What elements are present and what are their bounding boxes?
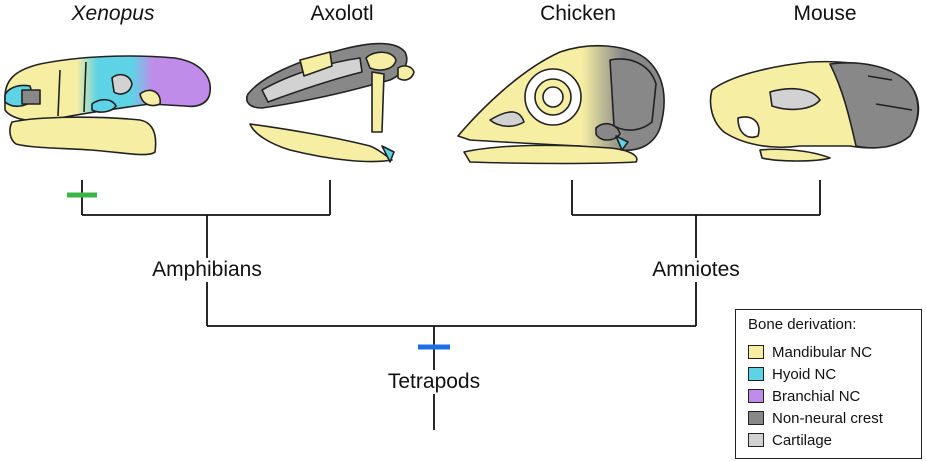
axolotl-skull [246, 42, 415, 163]
taxon-label-mouse: Mouse [793, 2, 857, 25]
clade-label-tetrapods: Tetrapods [383, 370, 485, 394]
mouse-skull [709, 60, 920, 162]
legend-swatch [748, 433, 764, 447]
legend-swatch [748, 389, 764, 403]
legend-item-non-neural-crest: Non-neural crest [748, 409, 883, 427]
legend: Bone derivation: Mandibular NC Hyoid NC … [735, 309, 922, 459]
legend-swatch [748, 367, 764, 381]
legend-label: Cartilage [772, 431, 833, 449]
legend-label: Hyoid NC [772, 365, 837, 383]
legend-item-mandibular: Mandibular NC [748, 343, 872, 361]
legend-item-cartilage: Cartilage [748, 431, 832, 449]
clade-label-amniotes: Amniotes [648, 258, 744, 282]
legend-label: Branchial NC [772, 387, 861, 405]
clade-label-amphibians: Amphibians [148, 258, 266, 282]
taxon-label-axolotl: Axolotl [310, 2, 374, 25]
taxon-label-xenopus: Xenopus [71, 2, 155, 25]
chicken-skull [457, 44, 665, 165]
legend-item-branchial: Branchial NC [748, 387, 860, 405]
xenopus-skull [4, 55, 211, 156]
phylogenetic-tree [81, 180, 821, 430]
legend-label: Non-neural crest [772, 409, 883, 427]
legend-title: Bone derivation: [748, 316, 857, 333]
legend-swatch [748, 411, 764, 425]
legend-swatch [748, 345, 764, 359]
legend-item-hyoid: Hyoid NC [748, 365, 836, 383]
taxon-label-chicken: Chicken [540, 2, 616, 25]
legend-label: Mandibular NC [772, 343, 873, 361]
